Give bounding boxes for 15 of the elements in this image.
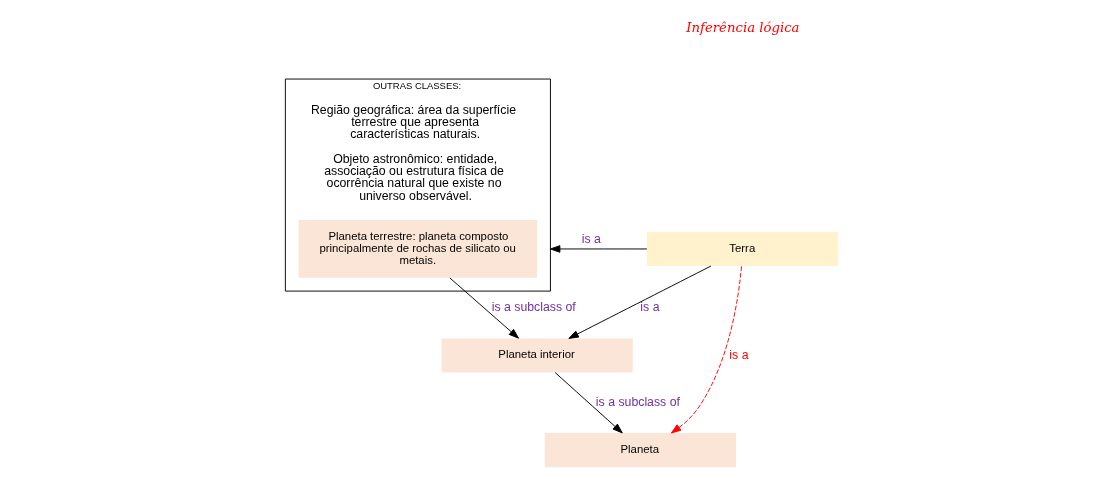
arrow bbox=[568, 265, 712, 339]
edge-label: is a bbox=[640, 300, 660, 315]
node-box: Planeta interior bbox=[441, 338, 633, 373]
arrow bbox=[554, 372, 623, 434]
label: Inferência lógica bbox=[686, 19, 800, 35]
edge-label: is a subclass of bbox=[595, 395, 680, 410]
arrow bbox=[549, 245, 648, 253]
node-box: Planeta bbox=[544, 433, 736, 468]
edge-label: is a subclass of bbox=[491, 300, 576, 315]
edge-label: is a bbox=[581, 231, 601, 246]
edge-label: is a bbox=[729, 347, 749, 362]
arrow bbox=[449, 277, 519, 339]
node-box: Planeta terrestre: planeta composto principalmente de rochas de silicato ou metais. bbox=[298, 220, 538, 278]
arrow bbox=[670, 265, 742, 434]
node-box: Terra bbox=[647, 231, 839, 266]
